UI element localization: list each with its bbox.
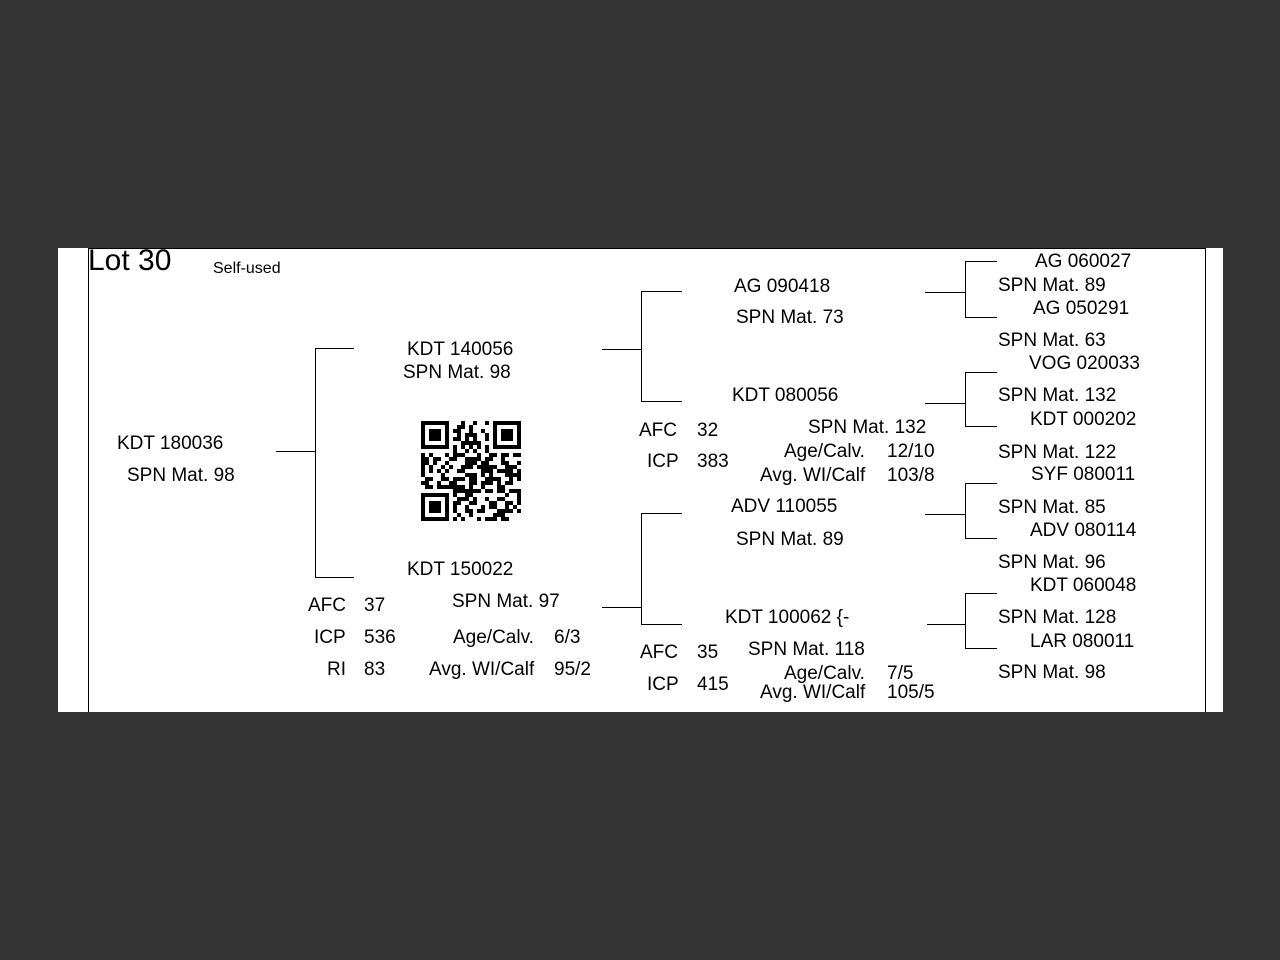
sire-dam-afc-value: 32 [697,420,719,441]
ggp-1-spn: SPN Mat. 89 [998,275,1106,296]
dam-dam-afc-value: 35 [697,642,719,663]
ggp-1-id: AG 060027 [1035,251,1132,272]
connector-line [641,291,682,292]
connector-line [965,483,966,538]
dam-spn: SPN Mat. 97 [452,591,560,612]
ggp-4-id: KDT 000202 [1030,409,1137,430]
ggp-6-spn: SPN Mat. 96 [998,552,1106,573]
dam-dam-avg-label: Avg. WI/Calf [760,682,866,703]
dam-id: KDT 150022 [407,559,514,580]
connector-line [965,538,997,539]
ggp-3-spn: SPN Mat. 132 [998,385,1117,406]
sire-id: KDT 140056 [407,339,514,360]
connector-line [965,593,966,648]
ggp-7-spn: SPN Mat. 128 [998,607,1117,628]
dam-dam-age-calv-label: Age/Calv. [784,663,865,684]
connector-line [925,292,965,293]
ggp-7-id: KDT 060048 [1030,575,1137,596]
sire-dam-id: KDT 080056 [732,385,839,406]
connector-line [965,593,997,594]
sire-spn: SPN Mat. 98 [403,362,511,383]
connector-line [602,607,641,608]
connector-line [315,577,354,578]
frame-right-line [1205,248,1206,712]
subject-id: KDT 180036 [117,433,224,454]
connector-line [641,624,682,625]
connector-line [927,624,965,625]
sire-dam-spn: SPN Mat. 132 [808,417,927,438]
ggp-6-id: ADV 080114 [1030,520,1137,541]
connector-line [641,291,642,401]
ggp-8-id: LAR 080011 [1030,631,1135,652]
connector-line [925,514,965,515]
sire-dam-age-calv-value: 12/10 [887,441,935,462]
dam-dam-avg-value: 105/5 [887,682,935,703]
dam-sire-id: ADV 110055 [731,496,838,517]
ggp-3-id: VOG 020033 [1029,353,1140,374]
ggp-5-id: SYF 080011 [1031,464,1136,485]
ggp-5-spn: SPN Mat. 85 [998,497,1106,518]
dam-ri-label: RI [327,659,346,680]
dam-icp-value: 536 [364,627,396,648]
dam-avg-label: Avg. WI/Calf [429,659,535,680]
dam-age-calv-label: Age/Calv. [453,627,534,648]
sire-dam-afc-label: AFC [639,420,677,441]
connector-line [965,648,997,649]
connector-line [965,372,966,426]
connector-line [965,426,997,427]
dam-dam-icp-label: ICP [647,674,679,695]
qr-code [421,421,521,521]
dam-dam-afc-label: AFC [640,642,678,663]
connector-line [641,513,682,514]
sire-dam-icp-value: 383 [697,451,729,472]
lot-title: Lot 30 [88,248,172,277]
pedigree-card: Lot 30 Self-used KDT 180036 SPN Mat. 98 … [58,248,1223,712]
dam-dam-id: KDT 100062 {- [725,607,850,628]
ggp-2-id: AG 050291 [1033,298,1130,319]
dam-age-calv-value: 6/3 [554,627,581,648]
sire-sire-id: AG 090418 [734,276,831,297]
dam-afc-value: 37 [364,595,386,616]
connector-line [641,513,642,624]
connector-line [276,451,315,452]
connector-line [315,348,316,577]
sire-dam-age-calv-label: Age/Calv. [784,441,865,462]
dam-icp-label: ICP [314,627,346,648]
ggp-8-spn: SPN Mat. 98 [998,662,1106,683]
connector-line [965,483,997,484]
ggp-2-spn: SPN Mat. 63 [998,330,1106,351]
connector-line [965,372,997,373]
dam-avg-value: 95/2 [554,659,591,680]
connector-line [925,403,965,404]
dam-ri-value: 83 [364,659,386,680]
dam-sire-spn: SPN Mat. 89 [736,529,844,550]
frame-top-line [88,248,1205,249]
connector-line [965,261,997,262]
connector-line [602,349,641,350]
dam-dam-icp-value: 415 [697,674,729,695]
sire-dam-avg-label: Avg. WI/Calf [760,465,866,486]
dam-afc-label: AFC [308,595,346,616]
connector-line [965,261,966,317]
connector-line [315,348,354,349]
subject-spn: SPN Mat. 98 [127,465,235,486]
dam-dam-age-calv-value: 7/5 [887,663,914,684]
connector-line [965,317,997,318]
dam-dam-spn: SPN Mat. 118 [748,639,865,660]
sire-dam-avg-value: 103/8 [887,465,935,486]
frame-left-line [88,248,89,712]
ggp-4-spn: SPN Mat. 122 [998,442,1117,463]
connector-line [641,401,682,402]
usage-label: Self-used [213,260,281,277]
sire-dam-icp-label: ICP [647,451,679,472]
sire-sire-spn: SPN Mat. 73 [736,307,844,328]
